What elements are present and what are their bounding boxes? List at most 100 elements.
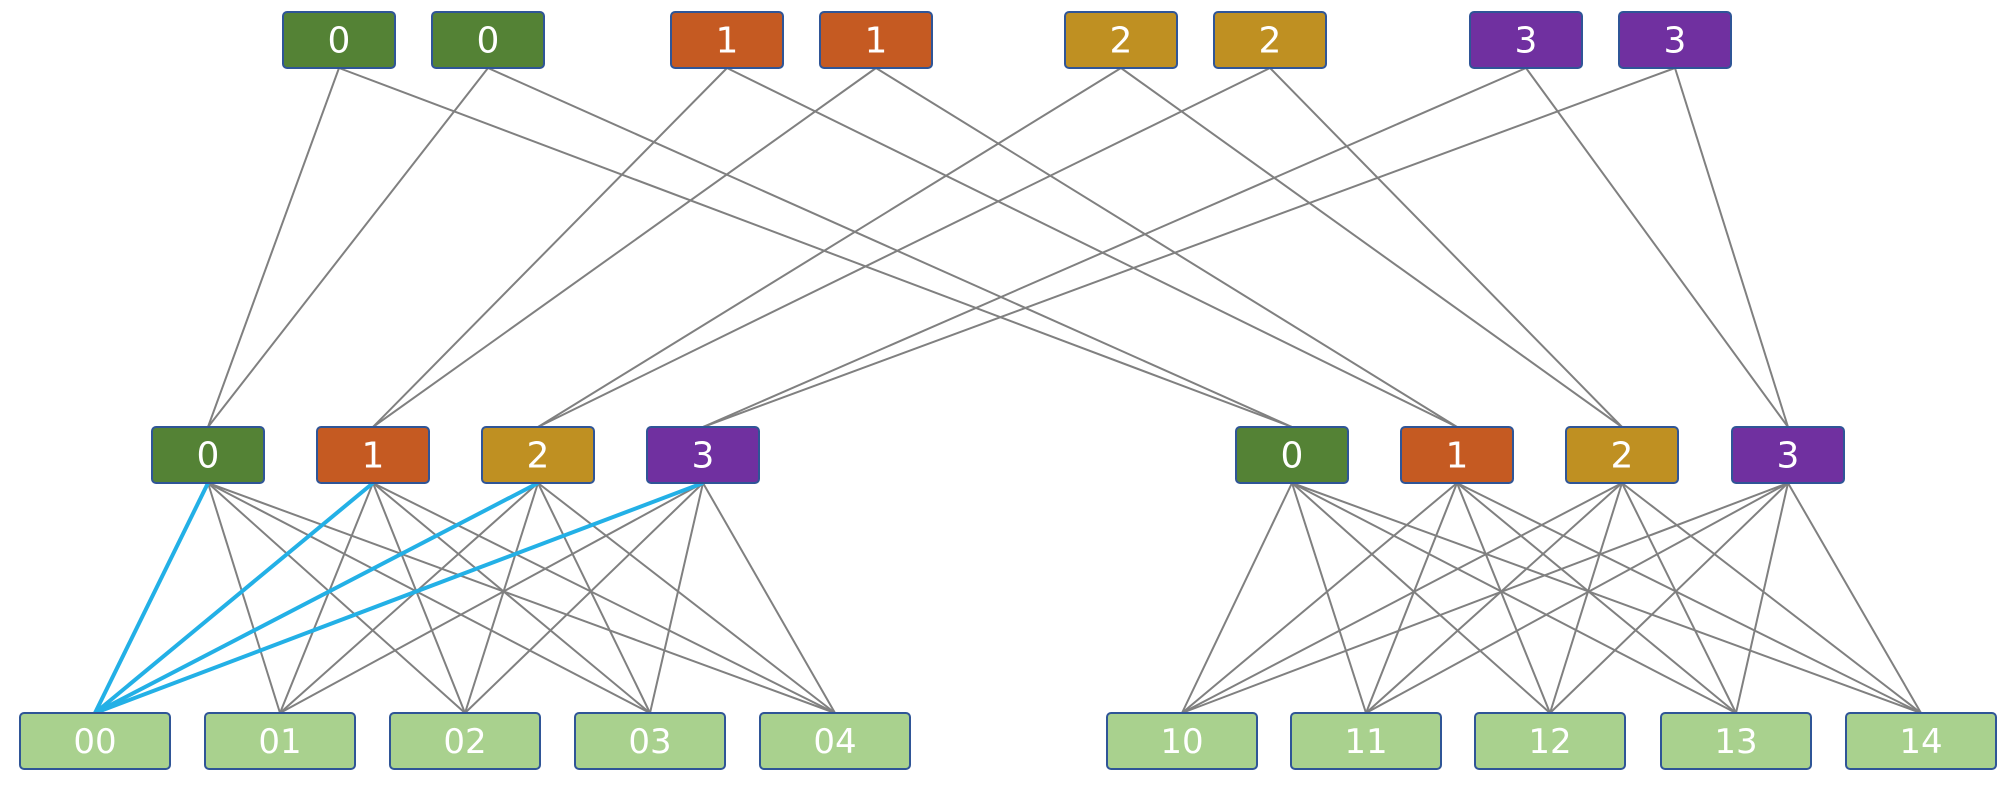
leaf-switch-label: 02 <box>443 722 486 762</box>
spine-switch-s0b: 0 <box>431 11 545 69</box>
aggregation-switch-label: 0 <box>197 436 220 477</box>
spine-link <box>372 67 877 428</box>
spine-switch-label: 1 <box>716 21 739 62</box>
aggregation-switch-label: 0 <box>1281 436 1304 477</box>
spine-switch-box <box>282 11 396 69</box>
leaf-switch-box <box>574 712 726 770</box>
aggregation-switch-a3L: 3 <box>646 426 760 484</box>
leaf-switch-l12: 12 <box>1474 712 1626 770</box>
spine-switch-box <box>670 11 784 69</box>
pod-link <box>1181 482 1789 714</box>
aggregation-switch-box <box>646 426 760 484</box>
pod-link <box>207 482 836 714</box>
pod-link <box>1181 482 1458 714</box>
pod-link <box>702 482 836 714</box>
highlight-links-layer <box>93 481 704 715</box>
pod-link <box>1181 482 1623 714</box>
pod-link <box>1787 482 1922 714</box>
pod-link <box>279 482 374 714</box>
leaf-switch-label: 03 <box>628 722 671 762</box>
leaf-switch-l01: 01 <box>204 712 356 770</box>
leaf-switch-l14: 14 <box>1845 712 1997 770</box>
pod-link <box>1291 482 1367 714</box>
pod-link <box>1549 482 1623 714</box>
leaf-switch-label: 13 <box>1714 722 1757 762</box>
aggregation-switch-box <box>151 426 265 484</box>
aggregation-switch-label: 2 <box>1611 436 1634 477</box>
spine-switch-s2b: 2 <box>1213 11 1327 69</box>
leaf-switch-label: 11 <box>1344 722 1387 762</box>
leaf-switch-label: 12 <box>1528 722 1571 762</box>
spine-switch-box <box>431 11 545 69</box>
aggregation-switch-a0R: 0 <box>1235 426 1349 484</box>
aggregation-switch-a2R: 2 <box>1565 426 1679 484</box>
pod-link <box>1291 482 1737 714</box>
pod-link <box>372 482 836 714</box>
leaf-switch-l03: 03 <box>574 712 726 770</box>
pod-link <box>1735 482 1789 714</box>
spine-link <box>207 67 340 428</box>
spine-link <box>1525 67 1789 428</box>
spine-link <box>487 67 1293 428</box>
aggregation-switch-a1L: 1 <box>316 426 430 484</box>
pod-link <box>1549 482 1789 714</box>
pod-link <box>279 482 539 714</box>
pod-link <box>1291 482 1922 714</box>
highlighted-link <box>94 481 704 715</box>
spine-link <box>1120 67 1623 428</box>
spine-switch-s1a: 1 <box>670 11 784 69</box>
highlighted-link <box>93 482 210 714</box>
spine-link <box>1674 67 1789 428</box>
spine-switch-box <box>1213 11 1327 69</box>
pod-link <box>1456 482 1551 714</box>
spine-switch-box <box>1064 11 1178 69</box>
leaf-switch-box <box>1474 712 1626 770</box>
spine-link <box>537 67 1271 428</box>
spine-switch-s0a: 0 <box>282 11 396 69</box>
pod-link <box>279 482 704 714</box>
spine-link <box>726 67 1458 428</box>
leaf-switch-label: 14 <box>1899 722 1942 762</box>
pod-link <box>537 482 651 714</box>
leaf-switch-label: 10 <box>1160 722 1203 762</box>
spine-switch-label: 3 <box>1515 21 1538 62</box>
spine-link <box>207 67 489 428</box>
spine-switch-s3a: 3 <box>1469 11 1583 69</box>
leaf-switch-box <box>1290 712 1442 770</box>
leaf-switch-l13: 13 <box>1660 712 1812 770</box>
spine-switch-s3b: 3 <box>1618 11 1732 69</box>
pod-link <box>372 482 651 714</box>
links-layer <box>207 67 1922 714</box>
aggregation-switch-a1R: 1 <box>1400 426 1514 484</box>
leaf-switch-box <box>759 712 911 770</box>
leaf-switch-box <box>1845 712 1997 770</box>
pod-link <box>372 482 466 714</box>
spine-link <box>702 67 1527 428</box>
aggregation-switch-a0L: 0 <box>151 426 265 484</box>
highlighted-link <box>94 481 539 715</box>
leaf-switch-box <box>204 712 356 770</box>
leaf-switch-box <box>389 712 541 770</box>
pod-link <box>464 482 704 714</box>
spine-switch-s1b: 1 <box>819 11 933 69</box>
pod-link <box>1621 482 1737 714</box>
spine-switch-label: 0 <box>328 21 351 62</box>
pod-link <box>464 482 539 714</box>
leaf-switch-l11: 11 <box>1290 712 1442 770</box>
pod-link <box>1365 482 1458 714</box>
pod-link <box>1365 482 1623 714</box>
aggregation-switch-label: 3 <box>1777 436 1800 477</box>
spine-switch-label: 2 <box>1259 21 1282 62</box>
aggregation-switch-box <box>1731 426 1845 484</box>
leaf-switch-l04: 04 <box>759 712 911 770</box>
pod-link <box>1456 482 1737 714</box>
aggregation-switch-label: 3 <box>692 436 715 477</box>
aggregation-switch-label: 2 <box>527 436 550 477</box>
spine-link <box>372 67 728 428</box>
spine-link <box>702 67 1676 428</box>
leaf-switch-label: 00 <box>73 722 116 762</box>
spine-switch-box <box>1618 11 1732 69</box>
pod-link <box>207 482 466 714</box>
